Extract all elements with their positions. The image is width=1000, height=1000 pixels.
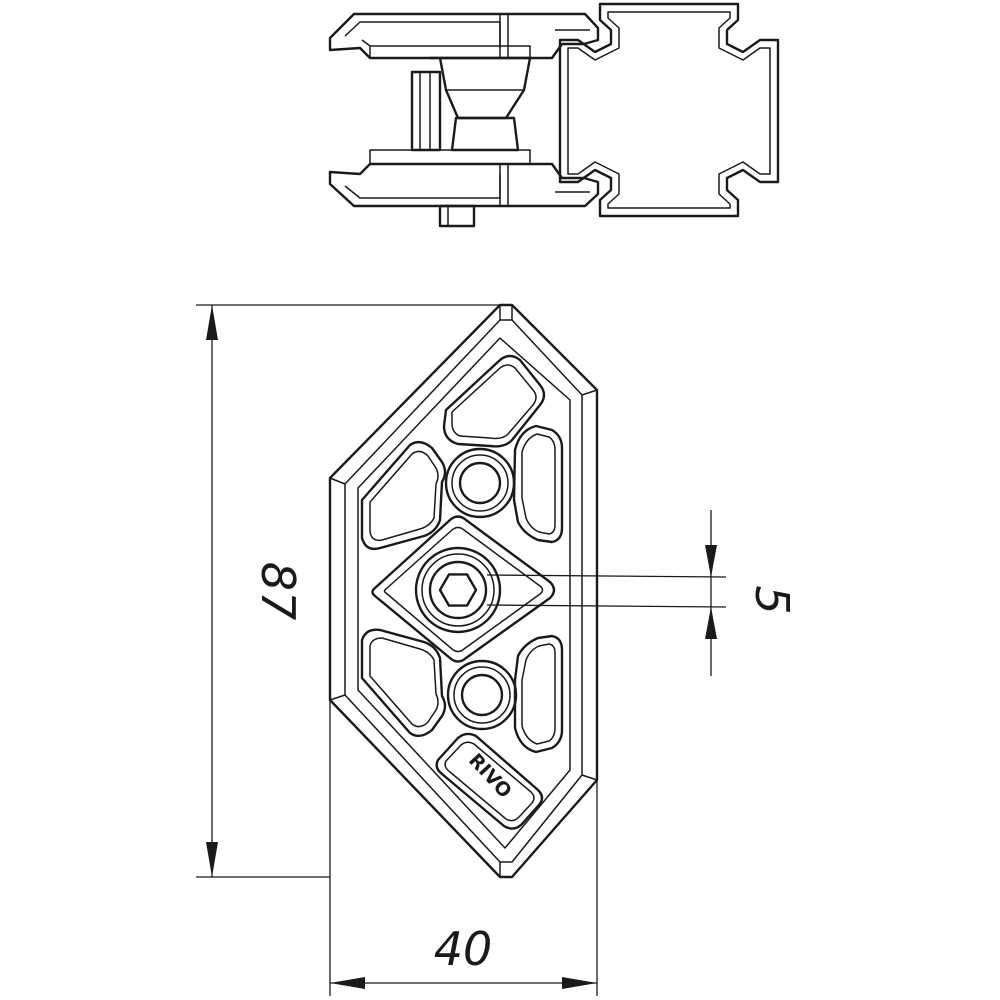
dimension-height: 87 [196, 304, 505, 878]
center-bolt-head [414, 546, 502, 634]
lower-clamp-jaw [328, 149, 600, 208]
arrow-down-icon [705, 545, 717, 577]
arrow-down-icon [206, 842, 218, 877]
width-dimension-label: 40 [434, 922, 493, 976]
side-view-assembly [328, 2, 780, 228]
center-bolt [410, 56, 532, 228]
clamp-plate-front-view: RIVO [328, 303, 599, 879]
dimension-width: 40 [329, 700, 598, 996]
plate-outline [328, 303, 599, 879]
aluminium-profile [558, 2, 780, 218]
plate-pockets [360, 354, 564, 754]
arrow-left-icon [330, 977, 365, 989]
arrow-up-icon [705, 607, 717, 639]
lower-hole [446, 659, 518, 731]
dimension-slot: 5 [486, 510, 799, 676]
arrow-right-icon [562, 977, 597, 989]
arrow-up-icon [206, 305, 218, 340]
upper-clamp-jaw [328, 12, 600, 60]
height-dimension-label: 87 [251, 562, 305, 621]
upper-hole [444, 447, 516, 519]
hex-socket-icon [438, 573, 478, 607]
slot-dimension-label: 5 [745, 585, 799, 614]
